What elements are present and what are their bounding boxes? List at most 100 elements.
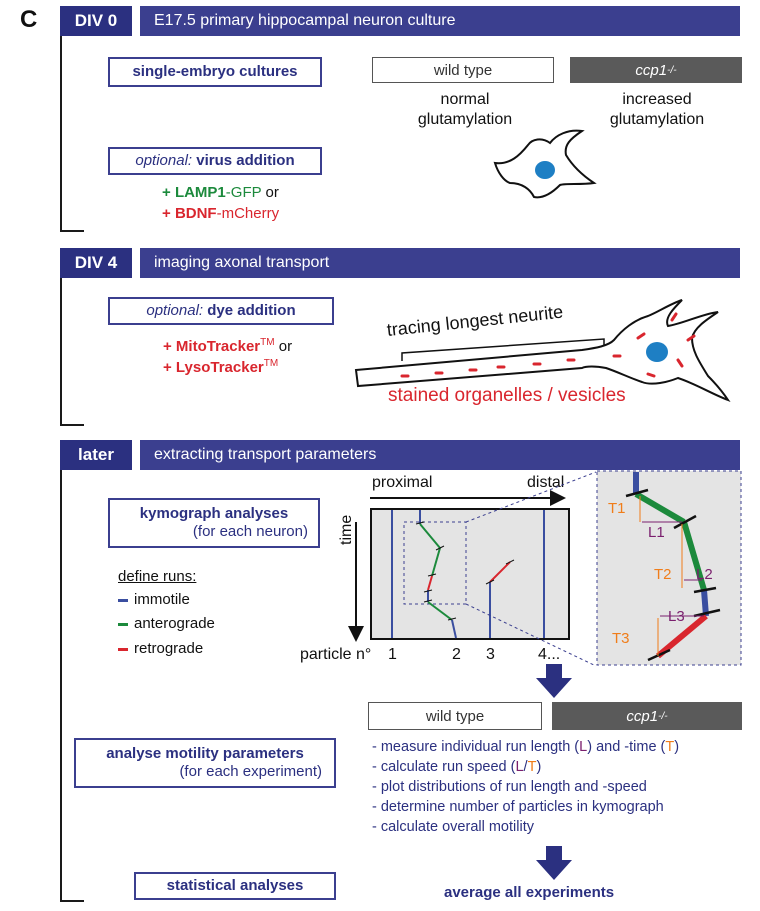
single-embryo-box: single-embryo cultures [108, 57, 322, 87]
immotile-swatch [118, 598, 128, 602]
kymograph [370, 508, 570, 640]
step2-T: T [527, 759, 537, 775]
step-4: - determine number of particles in kymog… [372, 799, 664, 815]
step1-L: L [579, 739, 588, 755]
virus-optional: optional: [135, 152, 193, 169]
proximal-label: proximal [372, 474, 433, 491]
antero-swatch [118, 622, 128, 626]
virus-item1-or: or [261, 184, 279, 201]
later-ccp1-label: ccp1 [626, 707, 659, 725]
motility-line1: analyse motility parameters [106, 745, 304, 762]
virus-item-1: + LAMP1-GFP or [162, 184, 279, 201]
div4-tag: DIV 4 [60, 248, 132, 278]
later-wildtype-tag: wild type [368, 702, 542, 730]
div4-timeline-end [60, 424, 84, 426]
define-runs: define runs: [118, 568, 197, 585]
step2-L: L [515, 759, 524, 775]
time-label: time [338, 514, 355, 545]
virus-item1-plus: + [162, 184, 175, 201]
neuron-small-illustration [493, 129, 597, 199]
virus-label: virus addition [196, 152, 295, 169]
particle-1: 1 [388, 646, 397, 663]
div4-title: imaging axonal transport [140, 248, 740, 278]
zoom-connectors [465, 471, 597, 667]
down-arrow-1 [536, 664, 572, 698]
T1-label: T1 [608, 500, 626, 517]
particle-3: 3 [486, 646, 495, 663]
wt-desc: normal glutamylation [400, 90, 530, 130]
later-title: extracting transport parameters [140, 440, 740, 470]
step-3: - plot distributions of run length and -… [372, 779, 647, 795]
div0-ccp1-tag: ccp1-/- [570, 57, 742, 83]
retro-label: retrograde [134, 640, 204, 657]
kymograph-zoom [596, 470, 742, 666]
step1-T: T [665, 739, 675, 755]
div0-wildtype-tag: wild type [372, 57, 554, 83]
neuron-large-illustration [354, 299, 731, 403]
dye-item2: + LysoTracker [163, 359, 264, 376]
wt-desc-1: normal [440, 91, 490, 108]
later-ccp1-tag: ccp1-/- [552, 702, 742, 730]
div0-timeline [60, 36, 62, 232]
step-2: - calculate run speed (L/T) [372, 757, 679, 777]
kymograph-axes [348, 490, 566, 642]
dye-label: dye addition [207, 302, 296, 319]
T3-label: T3 [612, 630, 630, 647]
virus-addition-box: optional: virus addition [108, 147, 322, 175]
ko-desc: increased glutamylation [592, 90, 722, 130]
stained-label: stained organelles / vesicles [388, 385, 626, 406]
L3-label: L3 [668, 608, 685, 625]
statistical-box: statistical analyses [134, 872, 336, 900]
ccp1-label: ccp1 [635, 61, 668, 79]
down-arrow-2 [536, 846, 572, 880]
dye-item1: + MitoTracker [163, 338, 261, 355]
kymo-line2: (for each neuron) [192, 523, 308, 540]
motility-box: analyse motility parameters (for each ex… [74, 738, 336, 788]
antero-label: anterograde [134, 615, 215, 632]
kymograph-box: kymograph analyses (for each neuron) [108, 498, 320, 548]
step-1: - measure individual run length (L) and … [372, 737, 679, 757]
dye-optional: optional: [146, 302, 204, 319]
ccp1-sup: -/- [667, 64, 677, 76]
legend-antero: anterograde [118, 615, 215, 632]
virus-item-2: + BDNF-mCherry [162, 205, 279, 222]
step2-c: ) [536, 759, 542, 775]
tracing-bracket [401, 338, 605, 361]
virus-item2-bold: BDNF [174, 205, 217, 222]
ko-desc-2: glutamylation [609, 111, 705, 128]
virus-item2-plus: + [162, 205, 175, 222]
div0-tag: DIV 0 [60, 6, 132, 36]
kymo-line1: kymograph analyses [139, 505, 289, 522]
div0-title: E17.5 primary hippocampal neuron culture [140, 6, 740, 36]
later-tag: later [60, 440, 132, 470]
dye-item-1: + MitoTrackerTM or [163, 337, 292, 355]
step-5: - calculate overall motility [372, 819, 534, 835]
legend-retro: retrograde [118, 640, 203, 657]
virus-item1-rest: -GFP [225, 184, 262, 201]
particle-2: 2 [452, 646, 461, 663]
average-label: average all experiments [444, 884, 615, 901]
panel-letter: C [20, 6, 38, 33]
step2-slash: / [523, 759, 528, 775]
dye-item1-or: or [274, 338, 293, 355]
wt-desc-2: glutamylation [417, 111, 513, 128]
distal-label: distal [527, 474, 565, 491]
motility-steps: - measure individual run length (L) and … [372, 737, 679, 837]
dye-item1-tm: TM [260, 337, 275, 348]
div4-timeline [60, 278, 62, 426]
dye-addition-box: optional: dye addition [108, 297, 334, 325]
L1-label: L1 [648, 524, 665, 541]
particle-4: 4... [538, 646, 561, 663]
dye-item2-tm: TM [263, 358, 279, 369]
step1-b: ) and -time ( [587, 739, 666, 755]
div0-timeline-end [60, 230, 84, 232]
step1-a: - measure individual run length ( [372, 739, 580, 755]
virus-item2-rest: -mCherry [216, 205, 280, 222]
immotile-label: immotile [134, 591, 190, 608]
legend-immotile: immotile [118, 591, 190, 608]
later-timeline-end [60, 900, 84, 902]
L2-label: L2 [696, 566, 713, 583]
retro-swatch [118, 647, 128, 651]
T2-label: T2 [654, 566, 672, 583]
dye-item-2: + LysoTrackerTM [163, 358, 278, 376]
